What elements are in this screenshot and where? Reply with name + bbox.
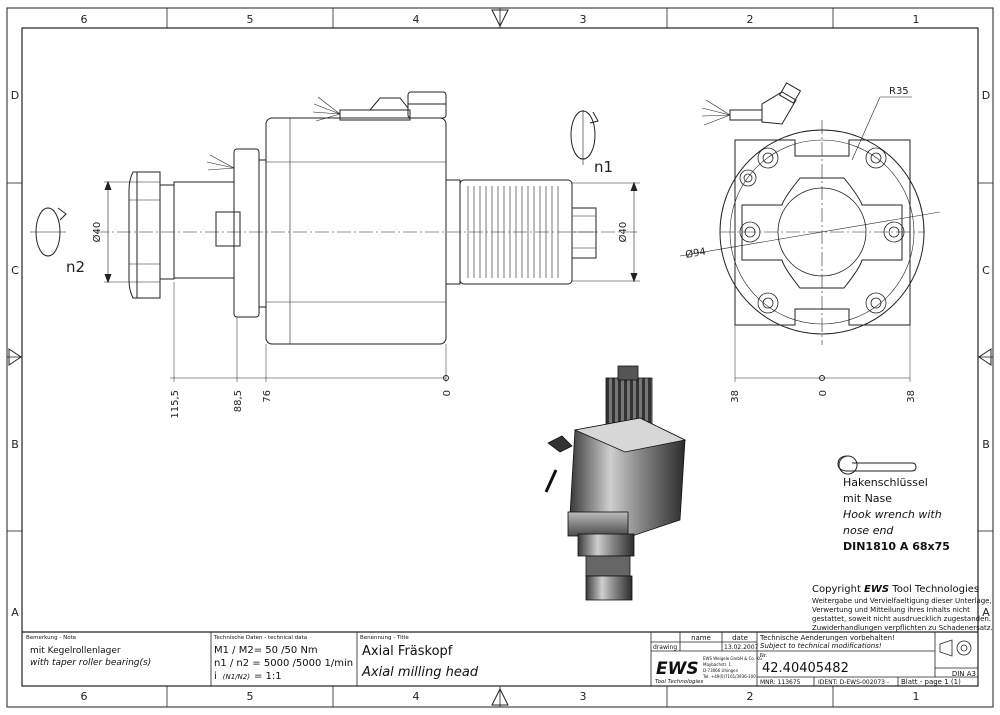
- dim-zero-front: 0: [818, 390, 829, 396]
- row-label: B: [11, 438, 19, 451]
- copyright-line1: Weitergabe und Vervielfaeltigung dieser …: [812, 597, 992, 605]
- ews-logo-sub: Tool Technologies: [655, 679, 703, 685]
- title-german: Axial Fräskopf: [362, 644, 453, 659]
- copyright-title: Copyright EWS Tool Technologies: [812, 584, 979, 595]
- copyright-line2: Verwertung und Mitteilung ihres Inhalts …: [812, 606, 970, 614]
- wrench-note-line1: Hakenschlüssel: [843, 476, 928, 489]
- company-line4: Tel. +49(0)7161/3936-100: [702, 674, 756, 679]
- row-label: C: [11, 264, 19, 277]
- company-line1: EWS Weigele GmbH & Co. KG: [703, 656, 762, 661]
- isometric-render: [544, 365, 687, 601]
- remarks-line2: with taper roller bearing(s): [30, 658, 151, 668]
- side-view: [30, 91, 640, 382]
- row-label: B: [982, 438, 990, 451]
- col-label: 4: [413, 13, 420, 26]
- tech-data-torque: M1 / M2= 50 /50 Nm: [214, 645, 318, 656]
- dim-diameter-left: Ø40: [91, 222, 103, 243]
- ident: IDENT: D-EWS-002073 -: [818, 679, 889, 686]
- rotation-label-n2: n2: [66, 258, 85, 276]
- row-drawing: drawing: [653, 644, 677, 651]
- copyright-notice: Copyright EWS Tool Technologies Weiterga…: [812, 584, 993, 632]
- col-label: 6: [81, 690, 88, 703]
- dim-38-right: 38: [906, 390, 917, 403]
- col-label: 1: [913, 690, 920, 703]
- col-label: 6: [81, 13, 88, 26]
- drawing-frame: [6, 7, 994, 708]
- row-label: D: [982, 89, 990, 102]
- row-label: D: [11, 89, 19, 102]
- title-block-text: Bemerkung - Note mit Kegelrollenlager wi…: [26, 634, 976, 686]
- dim-88-5: 88,5: [233, 390, 244, 412]
- tech-data-header: Technische Daten - technical data: [213, 635, 307, 641]
- remarks-header: Bemerkung - Note: [26, 635, 77, 641]
- wrench-note: Hakenschlüssel mit Nase Hook wrench with…: [843, 476, 950, 553]
- col-label: 4: [413, 690, 420, 703]
- title-block: [22, 631, 978, 686]
- col-name: name: [691, 634, 711, 642]
- title-header: Benennung - Title: [360, 635, 409, 641]
- wrench-note-line5: DIN1810 A 68x75: [843, 540, 950, 553]
- dim-radius-r35: R35: [889, 86, 909, 97]
- dim-diameter-94: Ø94: [684, 246, 706, 261]
- col-label: 5: [247, 690, 254, 703]
- side-view-labels: Ø40 Ø40 n2 n1 115,5 88,5 76 0: [66, 158, 629, 419]
- hook-wrench-icon: [837, 455, 917, 475]
- changes-english: Subject to technical modifications!: [760, 642, 882, 650]
- paper-format: DIN A3: [952, 670, 976, 678]
- tech-data-ratio: i(N1/N2)= 1:1: [214, 671, 282, 682]
- col-date: date: [732, 634, 748, 642]
- col-label: 3: [580, 690, 587, 703]
- col-label: 2: [747, 690, 754, 703]
- front-view: [679, 82, 941, 382]
- row-label: A: [982, 606, 990, 619]
- ews-logo: EWS: [656, 659, 699, 679]
- drawing-date: 13.02.2007: [724, 644, 759, 651]
- column-labels: 6 5 4 3 2 1 6 5 4 3 2 1: [81, 13, 920, 703]
- dim-38-left: 38: [730, 390, 741, 403]
- mnr: MNR: 113675: [760, 679, 801, 686]
- col-label: 3: [580, 13, 587, 26]
- tech-data-speed: n1 / n2 = 5000 /5000 1/min: [214, 658, 353, 669]
- col-label: 5: [247, 13, 254, 26]
- copyright-line4: Zuwiderhandlungen verpflichten zu Schade…: [812, 624, 993, 632]
- col-label: 1: [913, 13, 920, 26]
- copyright-line3: gestattet, soweit nicht ausdruecklich zu…: [812, 615, 991, 623]
- front-view-labels: R35 Ø94 38 0 38: [684, 86, 917, 403]
- changes-german: Technische Aenderungen vorbehalten!: [759, 634, 895, 642]
- wrench-note-line4: nose end: [843, 524, 894, 537]
- rotation-label-n1: n1: [594, 158, 613, 176]
- dim-diameter-right: Ø40: [617, 222, 629, 243]
- nr-label: Nr.: [760, 653, 767, 659]
- title-english: Axial milling head: [361, 665, 479, 680]
- sheet-number: Blatt - page 1 (1): [901, 678, 961, 686]
- remarks-line1: mit Kegelrollenlager: [30, 646, 121, 656]
- row-label: C: [982, 264, 990, 277]
- col-label: 2: [747, 13, 754, 26]
- company-line2: Maybachstr. 1: [703, 662, 731, 667]
- dim-115-5: 115,5: [170, 390, 181, 419]
- wrench-note-line2: mit Nase: [843, 492, 892, 505]
- row-label: A: [11, 606, 19, 619]
- part-number: 42.40405482: [762, 661, 849, 676]
- dim-zero-side: 0: [442, 390, 453, 396]
- company-line3: D-73066 Uhingen: [703, 668, 739, 673]
- dim-76: 76: [262, 390, 273, 403]
- row-labels: D C B A D C B A: [11, 89, 990, 619]
- wrench-note-line3: Hook wrench with: [843, 508, 942, 521]
